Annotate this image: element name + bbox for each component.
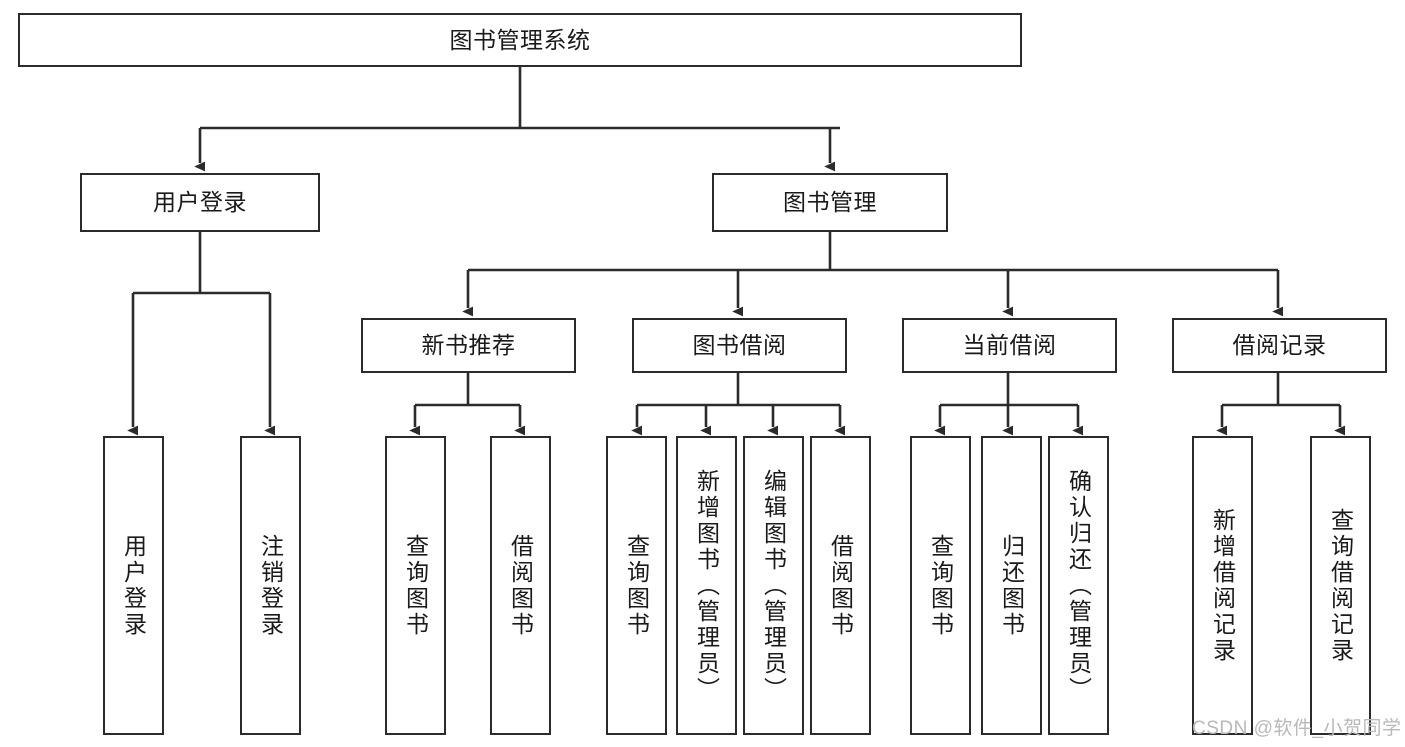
- csdn-watermark: CSDN @软件_小贺同学: [1192, 718, 1402, 739]
- node-user-login-label: 用户登录: [153, 189, 247, 216]
- node-leaf-borrow-book-1[interactable]: 借阅图书: [490, 436, 551, 735]
- node-root[interactable]: 图书管理系统: [18, 13, 1022, 67]
- node-leaf-borrow-book-2-label: 借阅图书: [827, 533, 854, 638]
- node-leaf-confirm-return-admin-label: 确认归还（管理员）: [1065, 468, 1092, 703]
- node-book-management-label: 图书管理: [783, 189, 877, 216]
- node-leaf-add-book-admin-label: 新增图书（管理员）: [693, 468, 720, 703]
- node-current-borrow-label: 当前借阅: [962, 332, 1057, 359]
- node-leaf-query-book-3[interactable]: 查询图书: [910, 436, 971, 735]
- node-book-borrow[interactable]: 图书借阅: [632, 318, 847, 373]
- node-leaf-query-book-1-label: 查询图书: [402, 533, 429, 638]
- node-leaf-logout-login-label: 注销登录: [257, 533, 284, 638]
- node-new-book-recommend-label: 新书推荐: [421, 332, 516, 359]
- node-user-login[interactable]: 用户登录: [80, 173, 320, 232]
- node-leaf-query-book-2-label: 查询图书: [623, 533, 650, 638]
- node-leaf-return-book-label: 归还图书: [998, 533, 1025, 638]
- node-leaf-return-book[interactable]: 归还图书: [981, 436, 1042, 735]
- node-borrow-record[interactable]: 借阅记录: [1172, 318, 1387, 373]
- node-leaf-edit-book-admin[interactable]: 编辑图书（管理员）: [743, 436, 804, 735]
- node-new-book-recommend[interactable]: 新书推荐: [361, 318, 576, 373]
- node-leaf-edit-book-admin-label: 编辑图书（管理员）: [760, 468, 787, 703]
- node-leaf-logout-login[interactable]: 注销登录: [240, 436, 301, 735]
- node-leaf-query-borrow-record[interactable]: 查询借阅记录: [1310, 436, 1371, 735]
- node-book-borrow-label: 图书借阅: [692, 332, 787, 359]
- node-leaf-user-login-label: 用户登录: [120, 533, 147, 638]
- node-leaf-borrow-book-1-label: 借阅图书: [507, 533, 534, 638]
- node-leaf-user-login[interactable]: 用户登录: [103, 436, 164, 735]
- node-leaf-borrow-book-2[interactable]: 借阅图书: [810, 436, 871, 735]
- node-leaf-confirm-return-admin[interactable]: 确认归还（管理员）: [1048, 436, 1109, 735]
- node-borrow-record-label: 借阅记录: [1232, 332, 1327, 359]
- node-book-management[interactable]: 图书管理: [712, 173, 948, 232]
- node-root-label: 图书管理系统: [449, 26, 591, 53]
- node-leaf-add-borrow-record[interactable]: 新增借阅记录: [1192, 436, 1253, 735]
- node-current-borrow[interactable]: 当前借阅: [902, 318, 1117, 373]
- node-leaf-query-borrow-record-label: 查询借阅记录: [1327, 507, 1354, 664]
- node-leaf-query-book-1[interactable]: 查询图书: [385, 436, 446, 735]
- node-leaf-add-borrow-record-label: 新增借阅记录: [1209, 507, 1236, 664]
- node-leaf-query-book-2[interactable]: 查询图书: [606, 436, 667, 735]
- node-leaf-query-book-3-label: 查询图书: [927, 533, 954, 638]
- node-leaf-add-book-admin[interactable]: 新增图书（管理员）: [676, 436, 737, 735]
